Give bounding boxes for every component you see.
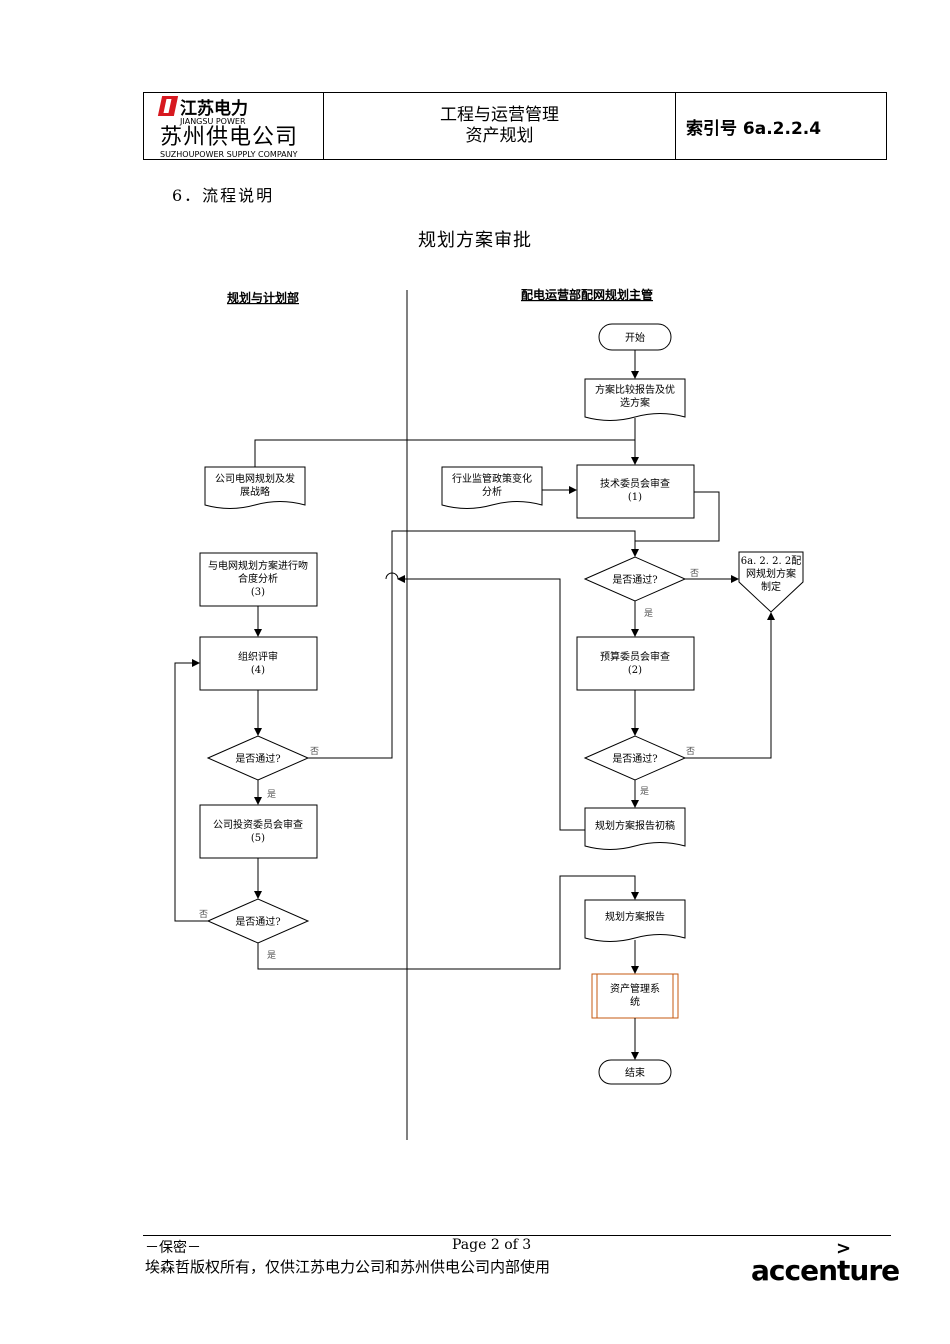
doc-report-label: 规划方案报告	[605, 910, 665, 923]
conn-decision4-final	[257, 875, 639, 970]
conn-compare-company	[254, 439, 635, 467]
doc-final-report	[584, 899, 686, 942]
edge-yes-2: 是	[267, 789, 276, 800]
doc-draft-report	[584, 807, 686, 850]
edge-yes-4: 是	[267, 950, 276, 961]
logo-cn-bottom: 苏州供电公司	[160, 124, 299, 150]
decision-4	[206, 898, 310, 944]
footer-copyright: 埃森哲版权所有，仅供江苏电力公司和苏州供电公司内部使用	[145, 1258, 551, 1276]
tech-review-box	[576, 464, 695, 519]
offpage-label-3: 制定	[761, 580, 781, 593]
approval-flowchart: 规划与计划部 配电运营部配网规划主管	[174, 287, 804, 1140]
offpage-label-1: 6a. 2. 2. 2配	[741, 555, 801, 567]
footer-divider	[143, 1235, 891, 1236]
edge-no-3: 否	[686, 746, 695, 757]
org-review-label-1: 组织评审	[238, 650, 278, 663]
fit-analysis-label-1: 与电网规划方案进行吻	[208, 559, 308, 572]
footer-confidential: －保密－	[145, 1240, 201, 1256]
end-terminator	[598, 1059, 672, 1085]
conn-draft-fit	[397, 575, 585, 831]
lane-left-title: 规划与计划部	[227, 290, 299, 305]
logo-cn-top: 江苏电力	[180, 98, 248, 119]
edge-no-1: 否	[690, 568, 699, 579]
system-label-1: 资产管理系	[610, 982, 660, 995]
footer-page-number: Page 2 of 3	[452, 1237, 532, 1253]
conn-decision2-tech	[308, 530, 636, 759]
doc-industry-policy	[441, 466, 543, 509]
header-index: 索引号 6a.2.2.4	[676, 93, 886, 159]
decision-1-label: 是否通过?	[612, 573, 657, 586]
company-logo: 江苏电力 JIANGSU POWER 苏州供电公司 SUZHOUPOWER SU…	[144, 93, 324, 159]
doc-compare-label-2: 选方案	[620, 396, 650, 409]
doc-compare-report	[584, 378, 686, 421]
tech-review-label-2: (1)	[628, 492, 642, 503]
logo-en-top: JIANGSU POWER	[180, 116, 246, 126]
header-title-line2: 资产规划	[465, 126, 534, 146]
edge-no-4: 否	[199, 909, 208, 920]
doc-company-label-2: 展战略	[240, 485, 270, 498]
fit-analysis-label-2: 合度分析	[238, 572, 278, 585]
conn-tech-decision1	[631, 491, 720, 557]
fit-analysis-label-3: (3)	[251, 587, 265, 598]
fit-analysis-box	[199, 552, 318, 607]
doc-company-label-1: 公司电网规划及发	[215, 472, 295, 485]
header-title-line1: 工程与运营管理	[440, 105, 559, 125]
lane-right-title: 配电运营部配网规划主管	[521, 287, 653, 302]
accenture-logo: accenture	[751, 1254, 900, 1287]
accenture-caret-icon: >	[836, 1238, 852, 1259]
system-label-2: 统	[630, 995, 640, 1008]
offpage-label-2: 网规划方案	[746, 567, 796, 580]
decision-4-label: 是否通过?	[235, 915, 280, 928]
section-heading: 6．流程说明	[172, 186, 275, 205]
invest-review-box	[199, 804, 318, 859]
start-label: 开始	[625, 331, 645, 344]
decision-3-label: 是否通过?	[612, 752, 657, 765]
offpage-connector	[738, 551, 804, 613]
invest-review-label-2: (5)	[251, 833, 265, 844]
budget-review-label-2: (2)	[628, 665, 642, 676]
doc-company-strategy	[204, 466, 306, 509]
budget-review-label-1: 预算委员会审查	[600, 650, 670, 663]
doc-industry-label-1: 行业监管政策变化	[452, 472, 532, 485]
edge-no-2: 否	[310, 746, 319, 757]
decision-2-label: 是否通过?	[235, 752, 280, 765]
edge-yes-3: 是	[640, 786, 649, 797]
tech-review-label-1: 技术委员会审查	[600, 477, 670, 490]
edge-yes-1: 是	[644, 608, 653, 619]
header-table: 江苏电力 JIANGSU POWER 苏州供电公司 SUZHOUPOWER SU…	[143, 92, 887, 160]
conn-decision4-org	[174, 659, 208, 922]
doc-draft-label: 规划方案报告初稿	[595, 819, 675, 832]
end-label: 结束	[625, 1066, 645, 1079]
doc-industry-label-2: 分析	[482, 485, 502, 498]
asset-system-box	[591, 973, 679, 1019]
invest-review-label-1: 公司投资委员会审查	[213, 818, 303, 831]
org-review-label-2: (4)	[251, 665, 265, 676]
doc-compare-label-1: 方案比较报告及优	[595, 383, 675, 396]
header-title: 工程与运营管理 资产规划	[324, 93, 676, 159]
org-review-box	[199, 636, 318, 691]
logo-en-bottom: SUZHOUPOWER SUPPLY COMPANY	[160, 149, 298, 159]
budget-review-box	[576, 636, 695, 691]
index-label: 索引号 6a.2.2.4	[686, 118, 822, 139]
conn-decision3-offpage	[685, 612, 775, 759]
chart-title: 规划方案审批	[418, 230, 532, 251]
